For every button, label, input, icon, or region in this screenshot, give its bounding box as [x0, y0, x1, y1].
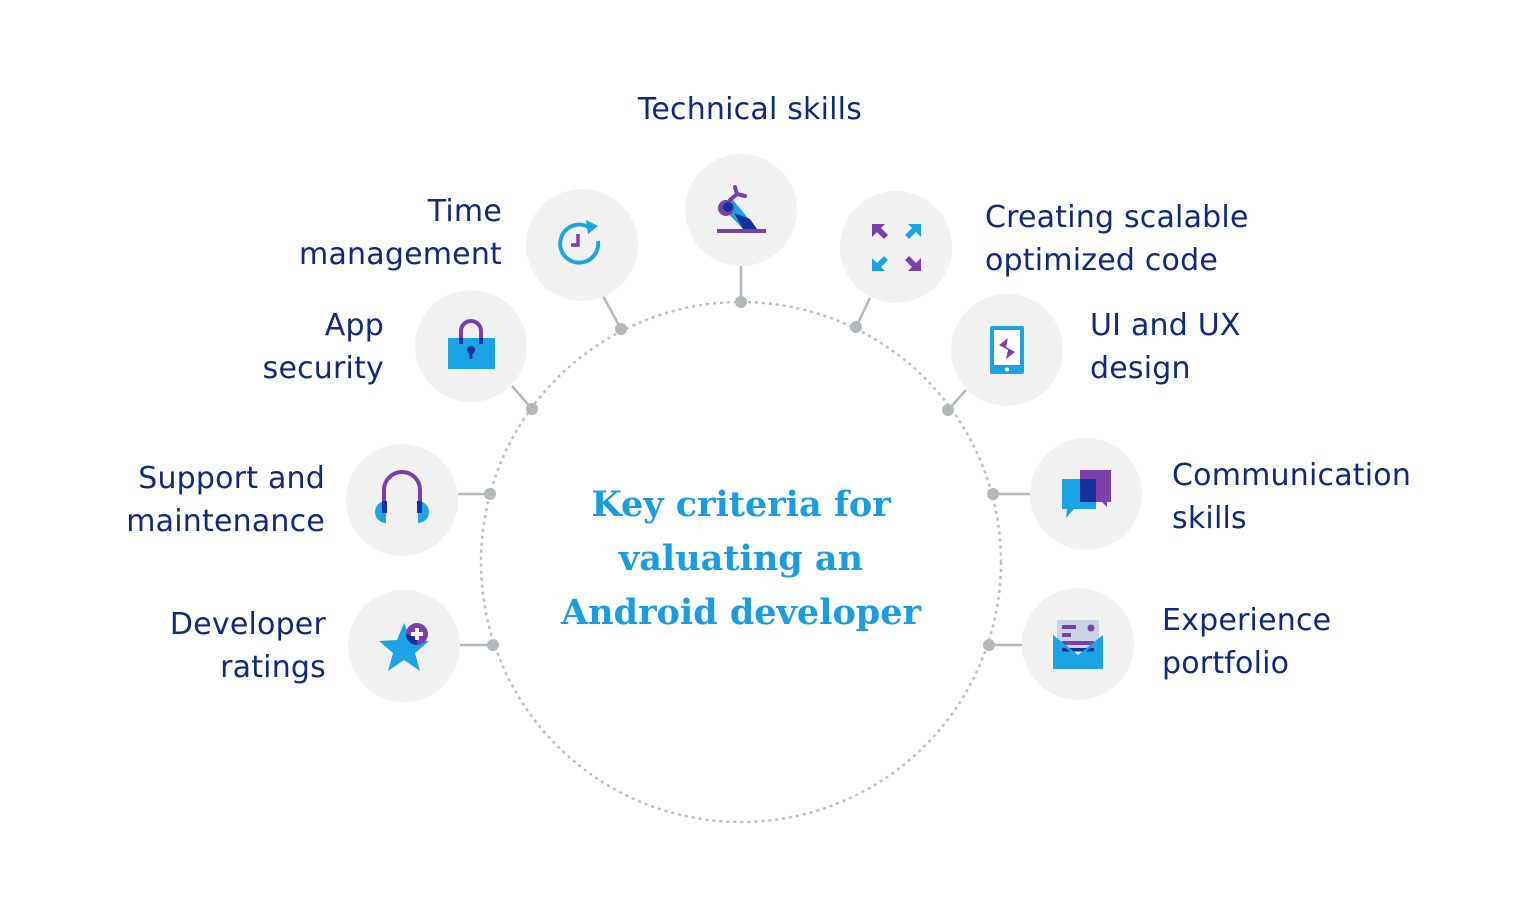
expand-arrows-icon	[872, 224, 921, 271]
node-app-security	[415, 290, 527, 402]
node-scalable-code	[840, 191, 952, 303]
label-technical-skills: Technical skills	[637, 92, 863, 127]
label-developer-ratings: Developer ratings	[169, 607, 326, 685]
connectors	[458, 265, 1030, 651]
node-time-management	[526, 189, 638, 301]
clock-refresh-icon	[558, 220, 601, 265]
envelope-letter-icon	[1053, 620, 1103, 669]
diagram-title: Key criteria for valuating an Android de…	[561, 484, 921, 633]
robot-arm-icon	[717, 185, 766, 233]
label-app-security: App security	[262, 308, 384, 386]
node-technical-skills	[685, 154, 797, 266]
node-support-maintenance	[346, 444, 458, 556]
headphones-icon	[375, 470, 429, 523]
central-ring	[479, 300, 1003, 824]
node-developer-ratings	[348, 590, 460, 702]
node-experience-portfolio	[1022, 588, 1134, 700]
label-communication-skills: Communication skills	[1172, 458, 1412, 536]
node-communication-skills	[1030, 438, 1142, 550]
label-time-management: Time management	[299, 194, 502, 272]
tablet-icon	[990, 326, 1024, 374]
star-plus-icon	[379, 623, 429, 671]
padlock-icon	[448, 319, 495, 369]
label-ui-ux-design: UI and UX design	[1090, 308, 1241, 386]
label-support-maintenance: Support and maintenance	[126, 461, 325, 539]
label-scalable-code: Creating scalable optimized code	[985, 200, 1249, 278]
label-experience-portfolio: Experience portfolio	[1162, 603, 1332, 681]
chat-bubbles-icon	[1062, 470, 1111, 518]
node-ui-ux-design	[951, 294, 1063, 406]
